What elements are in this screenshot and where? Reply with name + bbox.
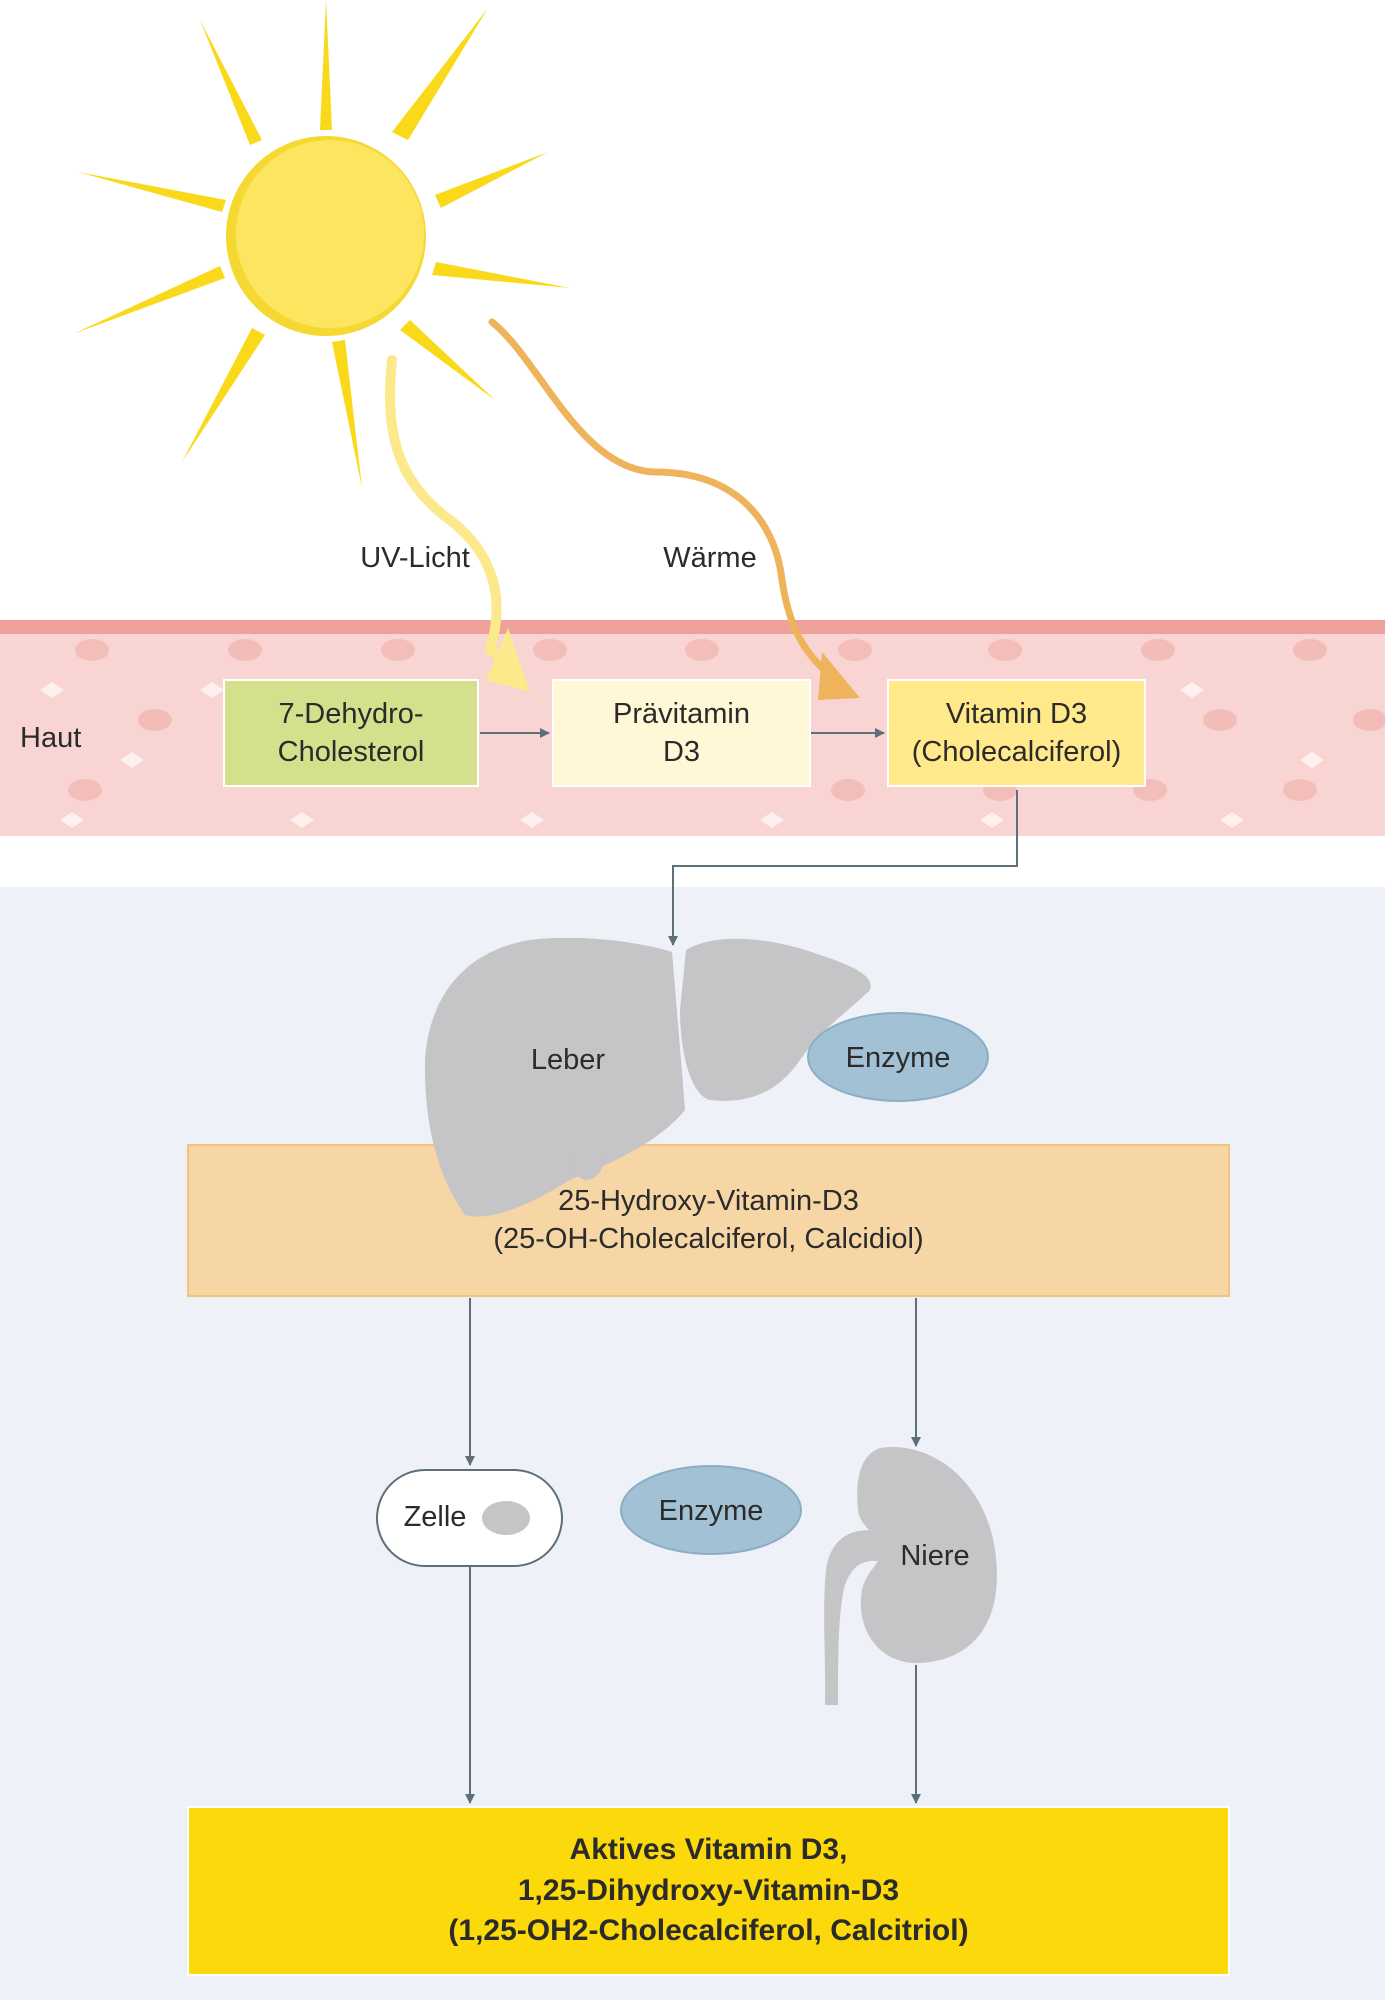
calcidiol-box: 25-Hydroxy-Vitamin-D3 (25-OH-Cholecalcif… xyxy=(187,1144,1230,1297)
active-vitamin-d3-box: Aktives Vitamin D3, 1,25-Dihydroxy-Vitam… xyxy=(187,1806,1230,1976)
sun-icon xyxy=(73,0,570,488)
enzyme-kidney-shape xyxy=(620,1465,802,1555)
uv-label: UV-Licht xyxy=(360,542,470,575)
heat-label: Wärme xyxy=(663,542,757,575)
uv-arrow xyxy=(385,355,530,692)
heat-arrow xyxy=(488,318,860,700)
vitamin-d3-box: Vitamin D3 (Cholecalciferol) xyxy=(887,679,1146,787)
cell-label: Zelle xyxy=(403,1501,467,1534)
previtamin-box: Prävitamin D3 xyxy=(552,679,811,787)
liver-label: Leber xyxy=(530,1044,606,1077)
kidney-icon xyxy=(824,1446,997,1705)
skin-label: Haut xyxy=(20,722,82,755)
kidney-label: Niere xyxy=(900,1540,970,1573)
enzyme-liver-shape xyxy=(807,1012,989,1102)
cell-icon xyxy=(376,1469,563,1567)
arrow-vitd3-to-liver xyxy=(668,790,1018,946)
enzyme-kidney-label: Enzyme xyxy=(658,1495,764,1528)
enzyme-liver-label: Enzyme xyxy=(845,1042,951,1075)
dehydrocholesterol-box: 7-Dehydro- Cholesterol xyxy=(223,679,479,787)
